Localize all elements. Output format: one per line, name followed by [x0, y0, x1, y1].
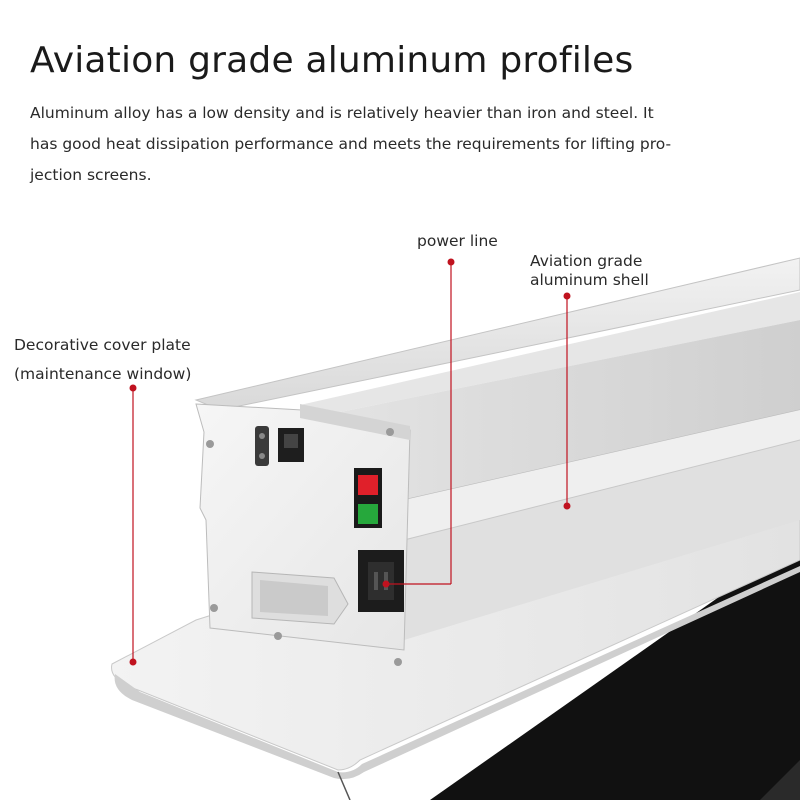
description-line-2: has good heat dissipation performance an…: [30, 135, 672, 153]
callout-power-line-label: power line: [417, 232, 498, 250]
screw-icon: [206, 440, 214, 448]
page-title: Aviation grade aluminum profiles: [30, 40, 634, 81]
marker-dot: [563, 292, 571, 300]
marker-dot: [563, 502, 571, 510]
screen-fabric: [430, 540, 800, 800]
end-cap: [195, 403, 411, 666]
description-line-3: jection screens.: [30, 166, 152, 184]
marker-dot: [129, 384, 137, 392]
description: Aluminum alloy has a low density and is …: [30, 98, 690, 191]
callout-aluminum-shell-line-2: aluminum shell: [530, 271, 649, 289]
callout-cover-plate-line-1: Decorative cover plate: [14, 336, 191, 354]
screw-icon: [394, 658, 402, 666]
aluminum-shell-body: [194, 257, 800, 640]
screw-icon: [386, 428, 394, 436]
connector-icon: [255, 426, 269, 466]
marker-dot: [382, 580, 390, 588]
callout-leaders: [129, 258, 571, 666]
callout-aluminum-shell: Aviation grade aluminum shell: [530, 252, 649, 290]
green-indicator-icon: [358, 504, 378, 524]
callout-aluminum-shell-line-1: Aviation grade: [530, 252, 643, 270]
marker-dot: [447, 258, 455, 266]
red-indicator-icon: [358, 475, 378, 495]
callout-power-line: power line: [417, 232, 498, 251]
callout-cover-plate-line-2: (maintenance window): [14, 365, 192, 383]
description-line-1: Aluminum alloy has a low density and is …: [30, 104, 654, 122]
callout-cover-plate: Decorative cover plate (maintenance wind…: [14, 331, 191, 389]
screw-icon: [274, 632, 282, 640]
screw-icon: [210, 604, 218, 612]
marker-dot: [129, 658, 137, 666]
